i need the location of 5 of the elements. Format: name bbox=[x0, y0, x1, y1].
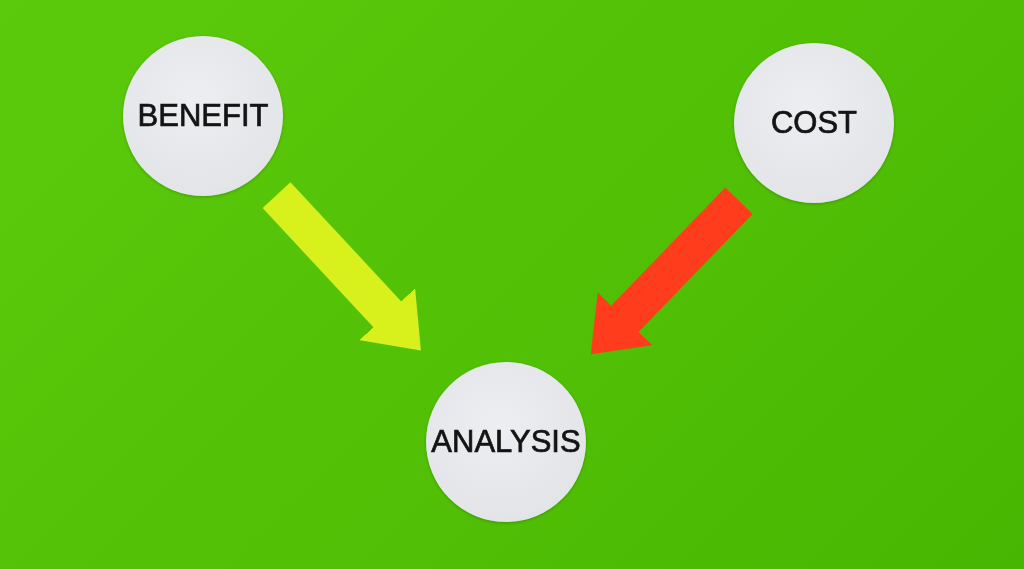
node-label: ANALYSIS bbox=[431, 424, 581, 460]
arrow bbox=[590, 187, 753, 355]
arrow bbox=[262, 182, 421, 351]
node-label: BENEFIT bbox=[137, 98, 269, 134]
node-label: COST bbox=[770, 105, 858, 141]
